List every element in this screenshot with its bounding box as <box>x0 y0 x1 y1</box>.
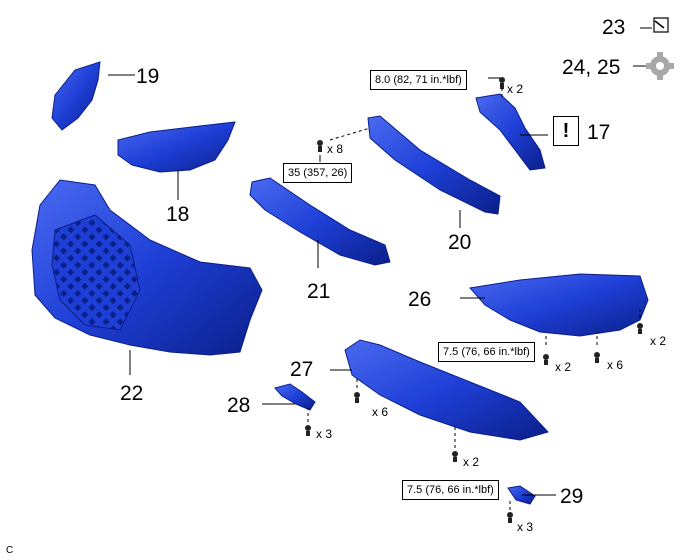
quantity-label: x 6 <box>372 405 389 419</box>
callout-29: 29 <box>560 485 584 508</box>
part-20-reinforcement <box>367 115 501 215</box>
part-26-engine-under-cover <box>469 273 649 337</box>
callout-17: 17 <box>587 121 611 144</box>
callout-19: 19 <box>136 65 160 88</box>
callout-26: 26 <box>408 288 432 311</box>
quantity-label: x 2 <box>555 360 572 374</box>
part-28-bracket <box>274 383 316 411</box>
pen-grease-icon <box>653 17 669 33</box>
quantity-label: x 3 <box>517 520 534 534</box>
clip-icon <box>507 512 513 523</box>
part-21-energy-absorber <box>249 177 391 266</box>
clip-icon <box>594 352 600 363</box>
callout-24-25: 24, 25 <box>562 56 621 79</box>
torque-spec-box: 7.5 (76, 66 in.*lbf) <box>438 342 535 362</box>
clip-icon <box>354 392 360 403</box>
quantity-label: x 8 <box>327 142 344 156</box>
quantity-label: x 3 <box>316 427 333 441</box>
callout-20: 20 <box>448 231 472 254</box>
gear-icon <box>646 52 674 80</box>
part-19-bracket <box>51 61 101 131</box>
torque-spec-box: 8.0 (82, 71 in.*lbf) <box>370 70 467 90</box>
part-18-headlamp <box>117 121 236 173</box>
bolt-icon <box>452 451 458 462</box>
corner-mark: C <box>6 545 14 556</box>
part-22-grille <box>51 214 141 331</box>
quantity-label: x 6 <box>607 358 624 372</box>
callout-21: 21 <box>307 280 331 303</box>
bolt-icon <box>499 77 505 89</box>
quantity-label: x 2 <box>463 455 480 469</box>
callout-28: 28 <box>227 394 251 417</box>
torque-spec-box: 7.5 (76, 66 in.*lbf) <box>402 480 499 500</box>
clip-icon <box>543 354 549 365</box>
callout-22: 22 <box>120 382 144 405</box>
part-17-bracket <box>475 93 546 171</box>
clip-icon <box>305 425 311 436</box>
callout-23: 23 <box>602 16 626 39</box>
part-29-bracket <box>507 485 536 505</box>
clip-icon <box>637 323 643 334</box>
part-27-no-1-under-cover <box>344 339 549 441</box>
caution-box-icon: ! <box>553 116 579 146</box>
callout-18: 18 <box>166 203 190 226</box>
callout-27: 27 <box>290 358 314 381</box>
torque-spec-box: 35 (357, 26) <box>283 163 353 183</box>
bolt-icon <box>317 140 323 152</box>
leader-lines <box>108 27 652 496</box>
quantity-label: x 2 <box>507 82 524 96</box>
dashed-leaders <box>307 88 641 510</box>
quantity-label: x 2 <box>650 334 667 348</box>
